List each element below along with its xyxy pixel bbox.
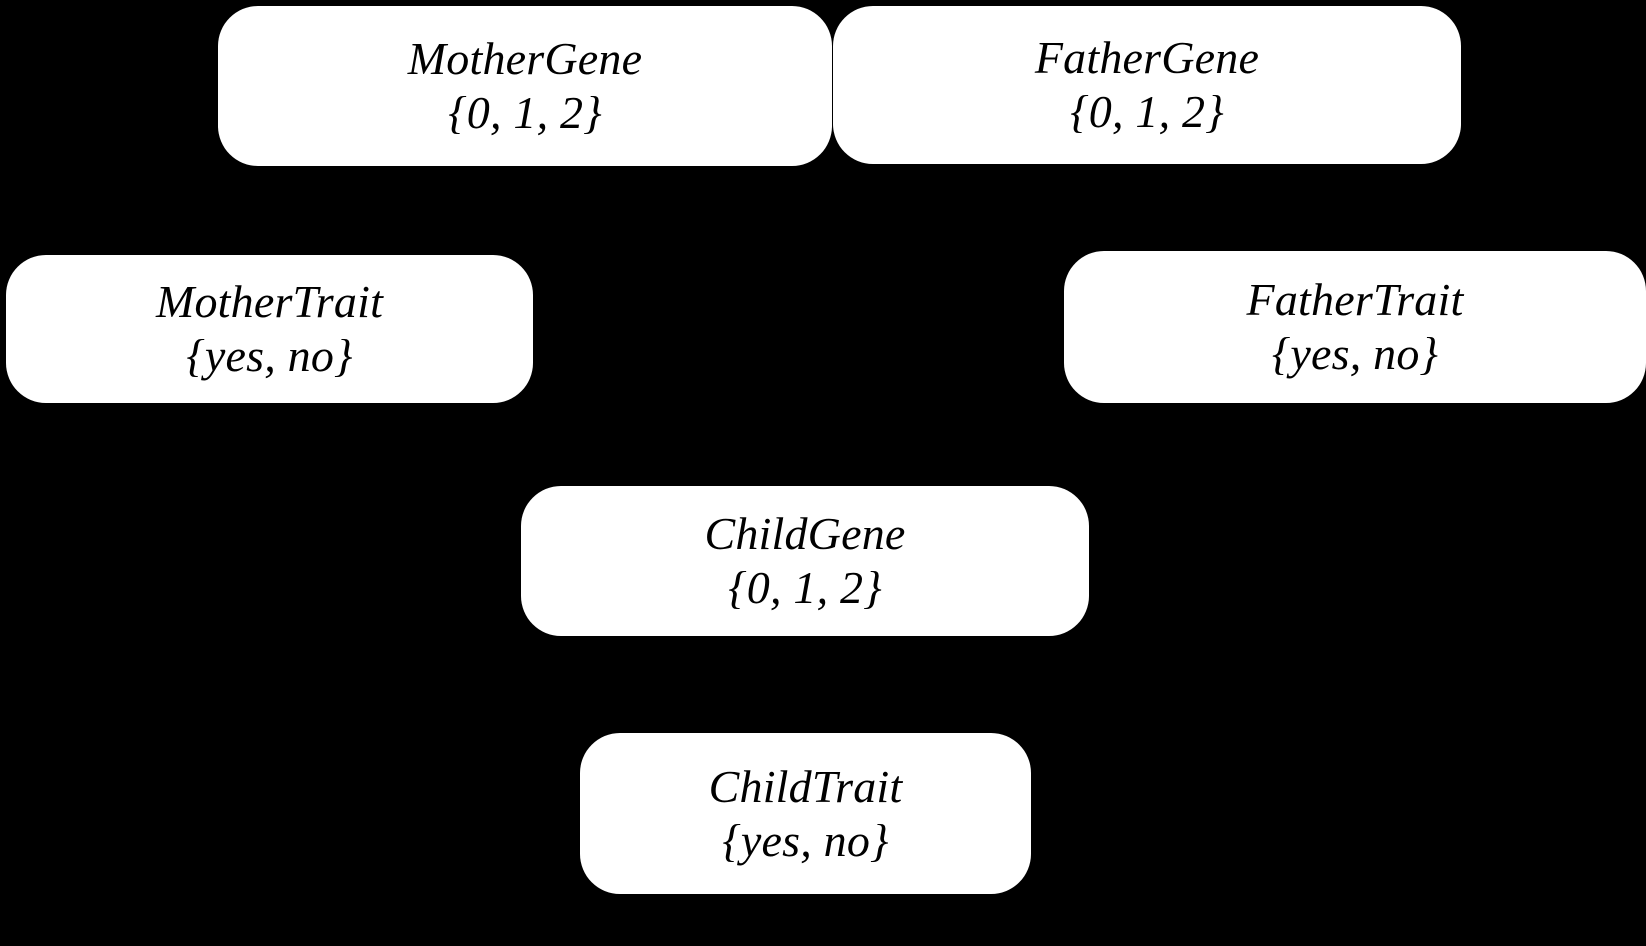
node-father-gene[interactable]: FatherGene {0, 1, 2}: [833, 6, 1461, 164]
node-mother-trait-domain: {yes, no}: [186, 330, 353, 381]
node-mother-trait-title: MotherTrait: [155, 276, 384, 328]
node-child-gene-domain: {0, 1, 2}: [728, 562, 882, 613]
node-mother-trait[interactable]: MotherTrait {yes, no}: [6, 255, 533, 403]
node-mother-gene-title: MotherGene: [407, 33, 643, 85]
node-child-gene-title: ChildGene: [704, 508, 906, 560]
node-mother-gene-domain: {0, 1, 2}: [448, 87, 602, 138]
edge-mother-gene-to-mother-trait: [298, 164, 382, 257]
node-father-trait-title: FatherTrait: [1246, 274, 1464, 326]
node-father-trait[interactable]: FatherTrait {yes, no}: [1064, 251, 1646, 403]
node-child-trait-domain: {yes, no}: [722, 814, 889, 866]
node-child-gene[interactable]: ChildGene {0, 1, 2}: [521, 486, 1089, 636]
node-child-trait-title: ChildTrait: [708, 760, 903, 812]
node-father-trait-domain: {yes, no}: [1271, 328, 1439, 379]
node-father-gene-domain: {0, 1, 2}: [1070, 86, 1224, 137]
node-child-trait[interactable]: ChildTrait {yes, no}: [580, 733, 1031, 894]
node-father-gene-title: FatherGene: [1034, 32, 1260, 84]
edge-father-gene-to-father-trait: [1258, 162, 1342, 253]
edge-father-gene-to-child-gene: [898, 163, 1062, 487]
node-mother-gene[interactable]: MotherGene {0, 1, 2}: [218, 6, 832, 166]
edge-mother-gene-to-child-gene: [598, 165, 702, 487]
